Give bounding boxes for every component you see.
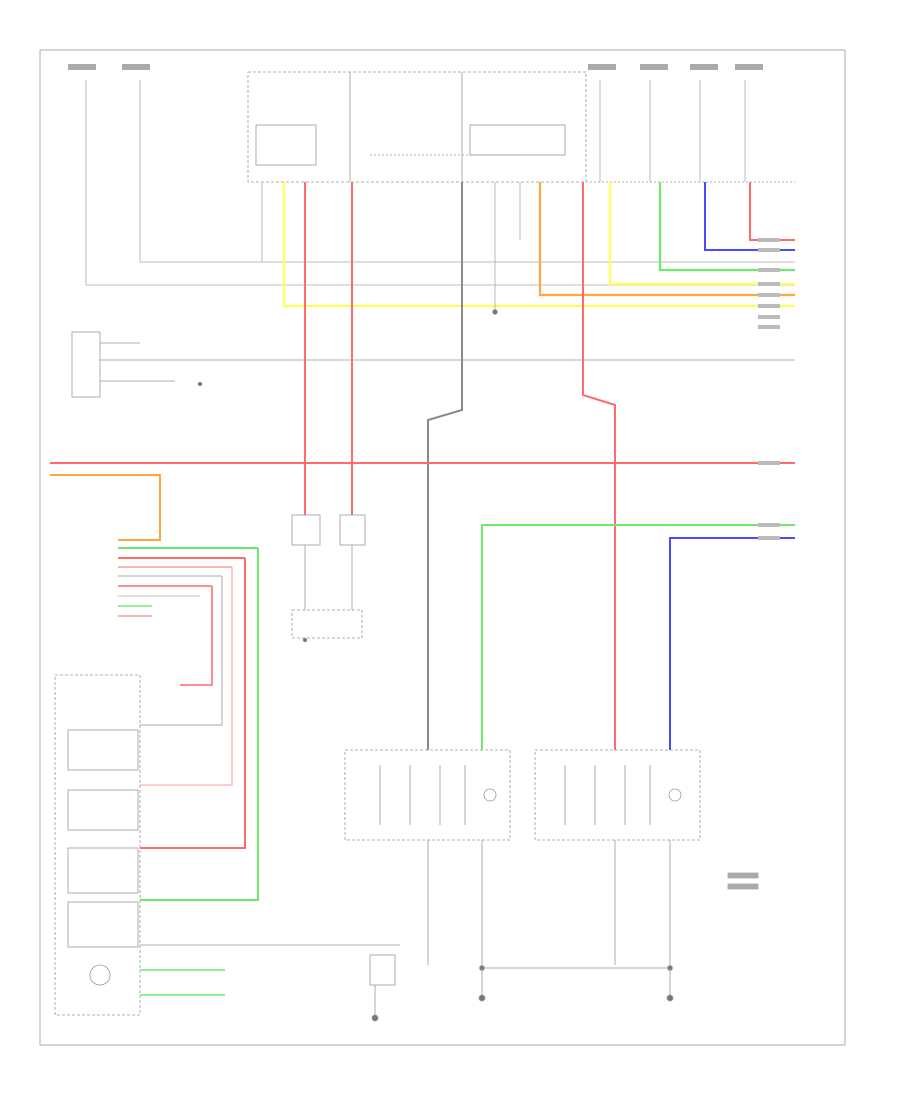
switch-assembly <box>54 674 330 1016</box>
right-connector-pins <box>758 238 780 540</box>
wire-yellow <box>282 182 795 308</box>
bottom-center-connector <box>330 944 400 1022</box>
wire-green-mid <box>481 524 795 750</box>
middle-relays <box>291 514 366 639</box>
top-module <box>247 71 795 183</box>
legend <box>727 872 759 890</box>
wire-gray-center <box>427 182 463 750</box>
wire-green-top <box>658 182 795 272</box>
wire-yellow-2 <box>608 182 795 286</box>
left-connector-top <box>71 331 795 398</box>
wire-orange-lower <box>50 474 161 541</box>
diagram-border <box>39 49 846 1046</box>
wire-red-top-right <box>749 182 795 241</box>
left-headlamp-assembly <box>344 749 511 965</box>
right-headlamp-assembly <box>534 749 701 965</box>
left-pin-stack <box>118 547 259 901</box>
bottom-ground <box>478 965 674 1002</box>
top-gray-wires <box>85 80 795 286</box>
wire-red-right <box>582 182 616 750</box>
ground-points <box>198 309 498 642</box>
wire-blue-mid <box>669 537 795 750</box>
wire-orange <box>538 182 795 297</box>
top-fuse-labels <box>68 64 763 70</box>
